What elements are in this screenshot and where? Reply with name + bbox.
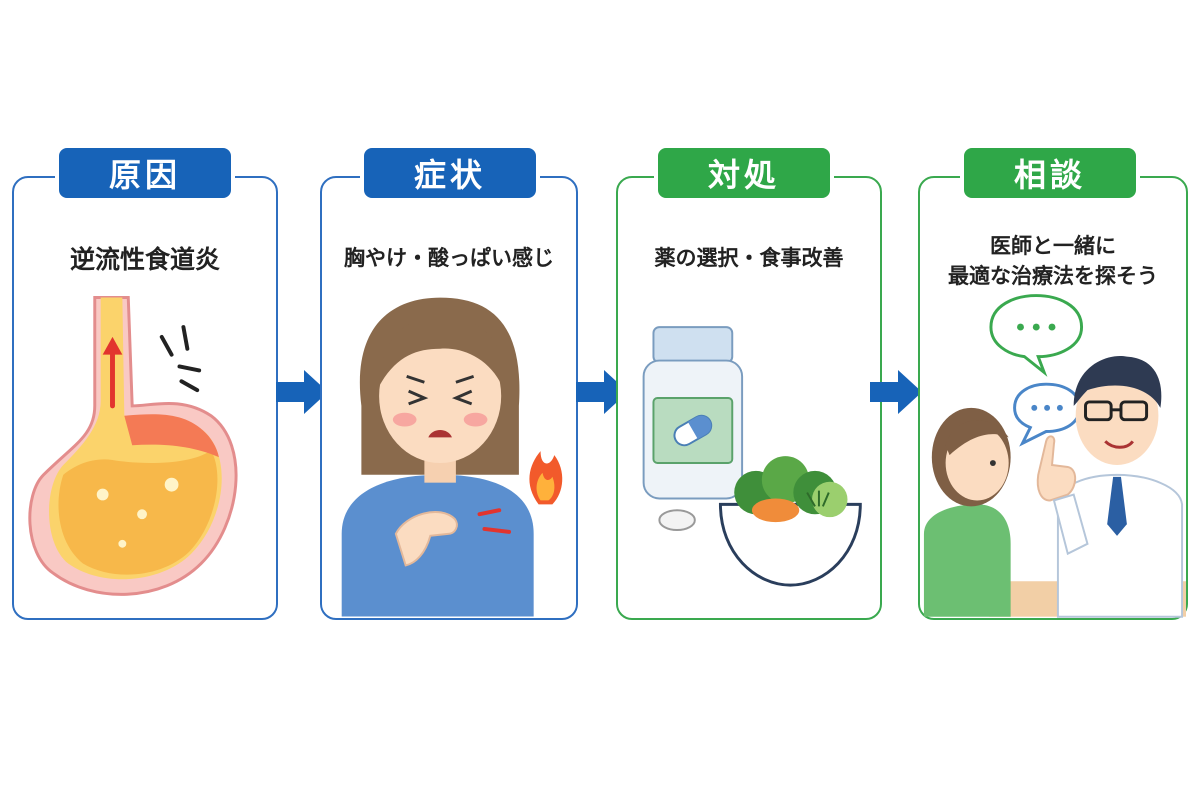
step-treatment-text: 薬の選択・食事改善 xyxy=(654,246,844,270)
step-consultation-text-line2: 最適な治療法を探そう xyxy=(948,264,1158,288)
arrow-right-icon xyxy=(576,370,628,414)
step-card-treatment: 薬の選択・食事改善 xyxy=(616,176,882,620)
arrow-right-icon xyxy=(276,370,328,414)
stomach-icon xyxy=(28,296,238,596)
arrow-right-icon xyxy=(870,370,922,414)
medicine-and-food-icon xyxy=(642,326,862,587)
step-card-consultation: 医師と一緒に 最適な治療法を探そう xyxy=(918,176,1188,620)
heartburn-woman-icon xyxy=(341,297,563,617)
step-card-cause: 逆流性食道炎 xyxy=(12,176,278,620)
step-label-cause: 原因 xyxy=(55,144,235,202)
step-card-symptom: 胸やけ・酸っぱい感じ xyxy=(320,176,578,620)
step-label-treatment: 対処 xyxy=(654,144,834,202)
step-consultation-text-line1: 医師と一緒に xyxy=(990,234,1116,258)
doctor-consultation-icon xyxy=(923,294,1186,618)
step-symptom-text: 胸やけ・酸っぱい感じ xyxy=(344,246,554,270)
step-label-consultation: 相談 xyxy=(960,144,1140,202)
step-cause-text: 逆流性食道炎 xyxy=(69,245,220,274)
step-label-symptom: 症状 xyxy=(360,144,540,202)
